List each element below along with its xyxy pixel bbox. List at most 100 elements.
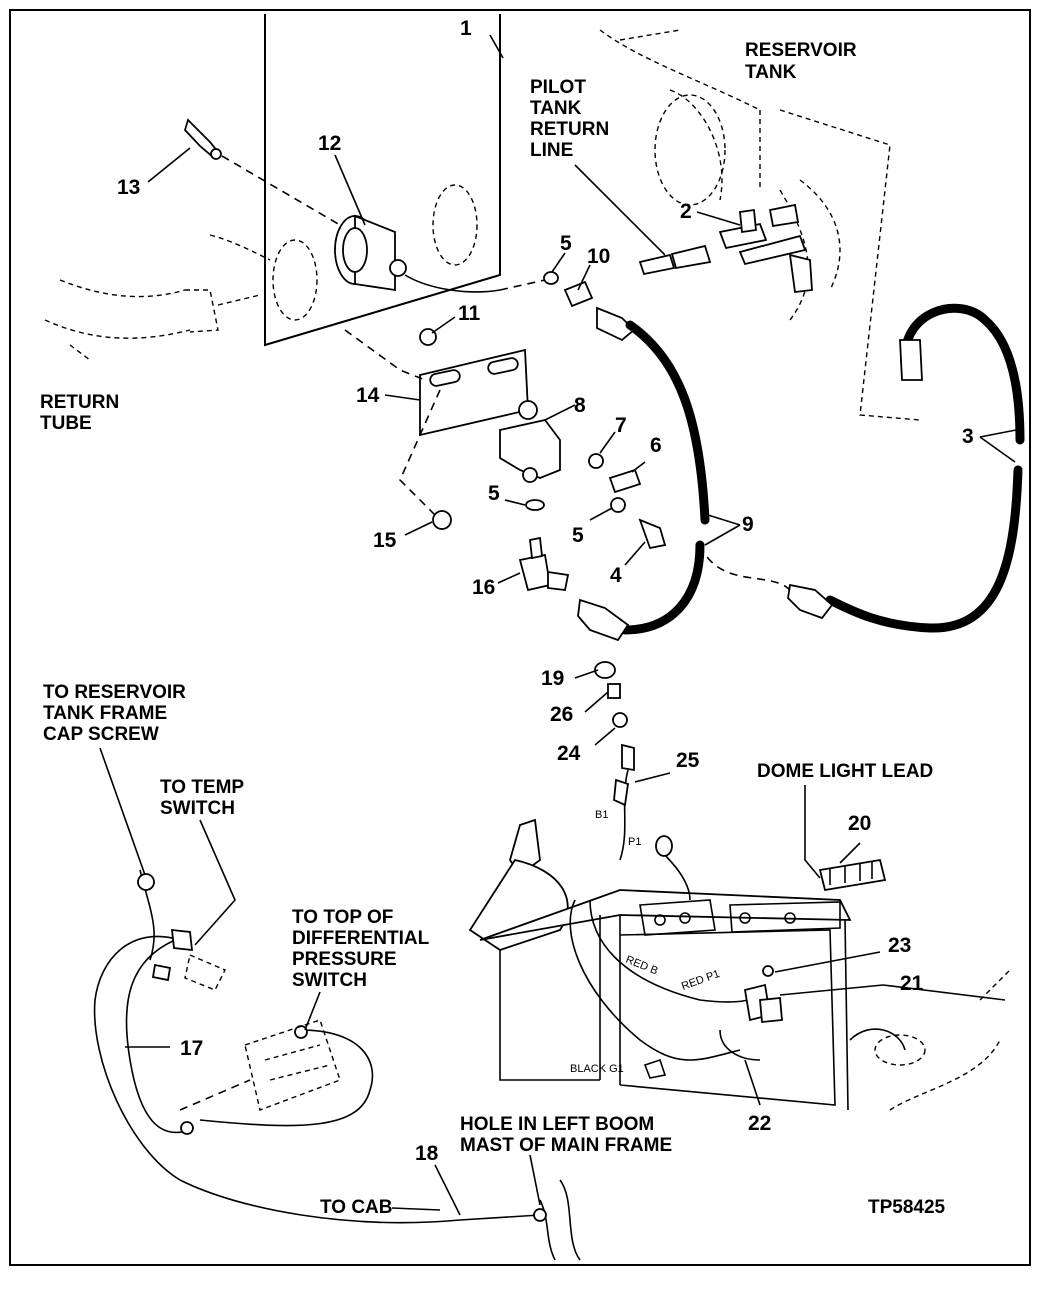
item-3-hose-lower bbox=[825, 465, 1023, 633]
callout-21: 21 bbox=[900, 972, 924, 995]
label-to-cab: TO CAB bbox=[320, 1197, 392, 1218]
item-10-adapter bbox=[563, 280, 636, 342]
boom-mast-sketch bbox=[533, 1179, 581, 1261]
hose-connection-dash bbox=[699, 544, 791, 591]
item-5-oring-mid bbox=[525, 499, 545, 511]
label-wire-red-p1: RED P1 bbox=[680, 968, 721, 993]
callout-19: 19 bbox=[541, 667, 564, 690]
label-to-temp-line1: TO TEMP bbox=[160, 777, 244, 798]
leader-diff-switch bbox=[304, 991, 321, 1031]
label-to-diff-line1: TO TOP OF bbox=[292, 907, 393, 928]
callout-23: 23 bbox=[888, 934, 911, 957]
label-wire-red-b: RED B bbox=[624, 954, 660, 978]
item-3-hose bbox=[900, 303, 1025, 445]
label-wire-b1: B1 bbox=[595, 809, 608, 821]
item-15-nut bbox=[432, 510, 452, 530]
bracket-leader-left bbox=[344, 329, 426, 381]
leader-to-cab bbox=[391, 1207, 441, 1211]
label-hole-boom-line1: HOLE IN LEFT BOOM bbox=[460, 1114, 654, 1135]
item-17-harness bbox=[93, 869, 541, 1224]
leader-reservoir-frame bbox=[99, 747, 146, 876]
callout-3: 3 bbox=[962, 425, 974, 448]
differential-switch-sketch bbox=[244, 1019, 341, 1111]
leader-temp-switch bbox=[194, 819, 236, 946]
pilot-return-fitting bbox=[638, 244, 712, 276]
callout-6: 6 bbox=[650, 434, 662, 457]
item-16-elbow bbox=[518, 536, 570, 592]
item-6-bolt bbox=[608, 468, 642, 494]
item-4-switch bbox=[638, 518, 667, 550]
item-7-washer bbox=[588, 453, 604, 469]
label-pilot-line2: TANK bbox=[530, 98, 582, 119]
callout-leaders bbox=[125, 147, 1017, 1216]
label-hole-boom-line2: MAST OF MAIN FRAME bbox=[460, 1135, 672, 1156]
item-12-collar bbox=[334, 214, 407, 292]
item-16-hose-end bbox=[577, 598, 630, 642]
callout-5-right: 5 bbox=[572, 524, 584, 547]
callout-14: 14 bbox=[356, 384, 380, 407]
leader-hole-boom bbox=[529, 1154, 541, 1206]
callout-9: 9 bbox=[742, 513, 754, 536]
label-reservoir-tank-line2: TANK bbox=[745, 62, 797, 83]
label-pilot-line4: LINE bbox=[530, 140, 573, 161]
callout-11: 11 bbox=[458, 302, 481, 325]
inset-panel-pointer bbox=[489, 34, 504, 59]
callout-17: 17 bbox=[180, 1037, 203, 1060]
item-20-light bbox=[818, 858, 887, 892]
callout-22: 22 bbox=[748, 1112, 771, 1135]
label-reservoir-tank-line1: RESERVOIR bbox=[745, 40, 857, 61]
sensor-leader bbox=[221, 155, 341, 226]
cab-console bbox=[468, 818, 1011, 1111]
label-wire-p1: P1 bbox=[628, 836, 641, 848]
label-to-reservoir-line2: TANK FRAME bbox=[43, 703, 167, 724]
label-to-diff-line4: SWITCH bbox=[292, 970, 367, 991]
inset-panel-outline bbox=[264, 14, 501, 347]
label-dome-light-lead: DOME LIGHT LEAD bbox=[757, 761, 933, 782]
label-return-tube-line2: TUBE bbox=[40, 413, 92, 434]
callout-1: 1 bbox=[460, 17, 472, 40]
clamp-sketches bbox=[272, 184, 478, 321]
callout-25: 25 bbox=[676, 749, 700, 772]
label-to-temp-line2: SWITCH bbox=[160, 798, 235, 819]
item-5-oring-top bbox=[543, 271, 559, 285]
callout-18: 18 bbox=[415, 1142, 439, 1165]
item-9-hose bbox=[625, 320, 710, 525]
callout-8: 8 bbox=[574, 394, 586, 417]
callout-16: 16 bbox=[472, 576, 495, 599]
label-pilot-line1: PILOT bbox=[530, 77, 586, 98]
callout-10: 10 bbox=[587, 245, 610, 268]
figure-id: TP58425 bbox=[868, 1197, 946, 1218]
item-9-hose-lower bbox=[620, 540, 705, 635]
item-26-nut bbox=[607, 683, 621, 699]
sensor-wire-dash bbox=[499, 279, 546, 291]
callout-7: 7 bbox=[615, 414, 627, 437]
sensor-wire bbox=[404, 274, 501, 293]
item-8-valve bbox=[499, 400, 561, 483]
leader-dome-light bbox=[804, 785, 821, 879]
label-to-reservoir-line1: TO RESERVOIR bbox=[43, 682, 186, 703]
callout-2: 2 bbox=[680, 200, 692, 223]
item-24-terminal bbox=[612, 712, 628, 728]
temp-switch-sketch bbox=[184, 954, 226, 991]
return-tube-sketch bbox=[44, 234, 271, 361]
label-pilot-line3: RETURN bbox=[530, 119, 609, 140]
callout-24: 24 bbox=[557, 742, 581, 765]
bracket-leader-bottom bbox=[399, 389, 441, 521]
item-14-bracket bbox=[419, 348, 529, 437]
item-3-hose-fitting bbox=[787, 339, 923, 620]
label-to-diff-line3: PRESSURE bbox=[292, 949, 397, 970]
item-2-tee-fitting bbox=[718, 203, 813, 293]
callout-5-top: 5 bbox=[560, 232, 572, 255]
callout-5-mid: 5 bbox=[488, 482, 500, 505]
label-to-reservoir-line3: CAP SCREW bbox=[43, 724, 159, 745]
callout-12: 12 bbox=[318, 132, 341, 155]
label-return-tube-line1: RETURN bbox=[40, 392, 119, 413]
callout-13: 13 bbox=[117, 176, 140, 199]
callout-26: 26 bbox=[550, 703, 573, 726]
item-19-cap bbox=[594, 661, 616, 679]
item-13-sensor bbox=[183, 118, 222, 160]
item-5-oring-right bbox=[610, 497, 626, 513]
callout-15: 15 bbox=[373, 529, 397, 552]
callout-20: 20 bbox=[848, 812, 871, 835]
